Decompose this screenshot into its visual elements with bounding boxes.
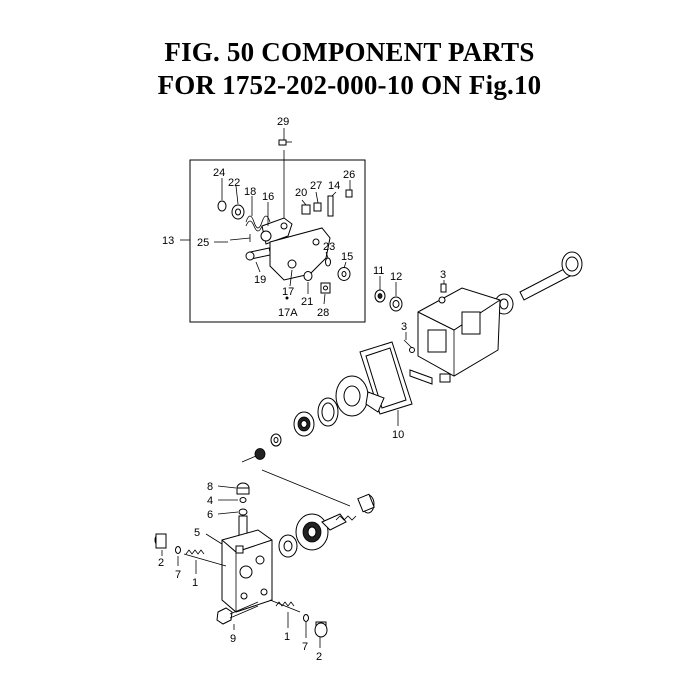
part-20-nut <box>301 204 311 215</box>
leader-lines <box>161 178 445 648</box>
callout-29: 29 <box>277 116 289 128</box>
callout-10: 10 <box>392 429 404 441</box>
part-11-seal <box>374 289 386 303</box>
part-14-screw <box>327 195 334 217</box>
callout-5: 5 <box>194 527 200 539</box>
part-7-oring-right <box>303 614 309 622</box>
part-15-washer <box>337 267 351 281</box>
part-1-spring-right <box>275 601 295 607</box>
part-16-lever <box>260 217 293 245</box>
callout-27: 27 <box>310 180 322 192</box>
callout-24: 24 <box>213 167 225 179</box>
callout-25: 25 <box>197 237 209 249</box>
part-12-ring <box>389 296 403 312</box>
part-2-fitting-left <box>154 533 167 549</box>
part-21-washer <box>303 271 313 281</box>
callout-3-lower: 3 <box>401 321 407 333</box>
part-23-pin <box>325 257 331 267</box>
callout-26: 26 <box>343 169 355 181</box>
part-26-nut <box>345 189 353 198</box>
leader-valve-line <box>261 469 351 507</box>
callout-17a: 17A <box>278 307 298 319</box>
part-1-spring-left <box>185 549 205 555</box>
callout-19: 19 <box>254 274 266 286</box>
callout-7-left: 7 <box>175 569 181 581</box>
callout-16: 16 <box>262 191 274 203</box>
part-3-pin-upper <box>440 283 447 293</box>
part-28-nut <box>320 282 331 294</box>
callout-22: 22 <box>228 177 240 189</box>
callout-28: 28 <box>317 307 329 319</box>
part-25-pin <box>229 234 251 242</box>
callout-18: 18 <box>244 186 256 198</box>
gear-pump-rotor <box>278 513 347 558</box>
part-29-screw <box>278 139 292 146</box>
callout-14: 14 <box>328 180 340 192</box>
callout-2-left: 2 <box>158 557 164 569</box>
part-2-fitting-right <box>314 621 328 638</box>
callout-9: 9 <box>230 633 236 645</box>
leader-center-axis <box>241 455 257 463</box>
part-18-spring <box>245 215 271 232</box>
part-3-pin-lower <box>403 339 415 353</box>
callout-15: 15 <box>341 251 353 263</box>
part-10-gasket <box>359 341 413 415</box>
callout-21: 21 <box>301 296 313 308</box>
part-27-nut <box>313 202 322 212</box>
callout-11: 11 <box>373 265 384 277</box>
part-22-washer <box>231 204 245 220</box>
subassembly-inset-box <box>189 159 366 323</box>
callout-6: 6 <box>207 509 213 521</box>
part-7-oring-left <box>175 546 181 554</box>
callout-12: 12 <box>390 271 402 283</box>
callout-4: 4 <box>207 495 213 507</box>
part-17a-marker <box>285 296 289 300</box>
callout-2-right: 2 <box>316 651 322 663</box>
part-4-oring <box>239 497 247 503</box>
part-24-ring <box>217 200 227 212</box>
callout-23: 23 <box>323 241 335 253</box>
pump-housing-lower <box>221 529 273 613</box>
callout-3-upper: 3 <box>440 269 446 281</box>
callout-7-right: 7 <box>302 641 308 653</box>
part-8-plug <box>236 482 250 495</box>
figure-title-line-2: FOR 1752-202-000-10 ON Fig.10 <box>157 70 542 100</box>
rotor-assembly <box>254 375 385 460</box>
figure-title-line-1: FIG. 50 COMPONENT PARTS <box>164 37 535 67</box>
relief-spring <box>335 493 375 521</box>
callout-20: 20 <box>295 187 307 199</box>
callout-1-right: 1 <box>284 631 290 643</box>
part-17-plate <box>269 227 331 281</box>
part-6-spring <box>238 508 248 516</box>
part-9-bolt <box>216 601 259 625</box>
callout-1-left: 1 <box>192 577 198 589</box>
part-19-shaft <box>245 247 272 261</box>
callout-8: 8 <box>207 481 213 493</box>
pump-housing-upper <box>409 287 501 385</box>
callout-13: 13 <box>162 235 174 247</box>
callout-17: 17 <box>282 286 294 298</box>
drive-shaft <box>488 251 583 315</box>
